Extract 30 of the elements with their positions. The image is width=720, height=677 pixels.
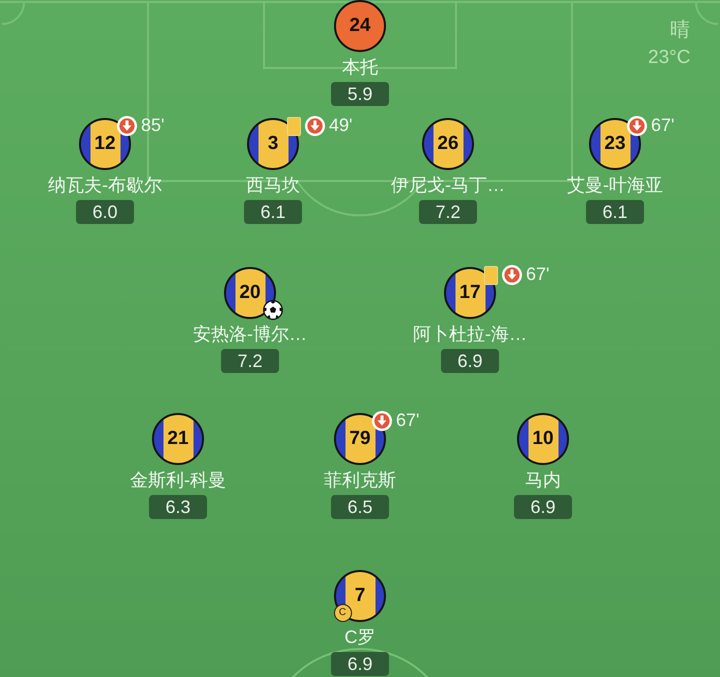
- temperature-text: 23°C: [648, 47, 690, 68]
- player-name: 纳瓦夫-布歇尔: [48, 174, 162, 196]
- player-name: 阿卜杜拉-海…: [413, 323, 527, 345]
- rating-box: 7.2: [419, 200, 477, 224]
- substitution-minute: 67': [526, 264, 550, 284]
- player-name: 本托: [342, 56, 378, 78]
- rating-box: 6.3: [149, 495, 207, 519]
- player-name: 马内: [525, 469, 561, 491]
- player-name: C罗: [344, 626, 376, 648]
- rating-box: 6.1: [244, 200, 302, 224]
- weather-text: 晴: [670, 19, 690, 41]
- player-name: 伊尼戈-马丁…: [391, 174, 505, 196]
- player-name: 西马坎: [246, 174, 300, 196]
- substitution-minute: 49': [329, 115, 352, 135]
- rating-box: 6.9: [441, 349, 499, 373]
- substitution-minute: 67': [396, 410, 420, 430]
- rating-box: 5.9: [331, 82, 389, 106]
- rating-box: 6.9: [514, 495, 572, 519]
- player-name: 金斯利-科曼: [130, 469, 226, 491]
- player-name: 菲利克斯: [324, 469, 396, 491]
- rating-box: 7.2: [221, 349, 279, 373]
- rating-box: 6.5: [331, 495, 389, 519]
- rating-box: 6.1: [586, 200, 644, 224]
- player-name: 安热洛-博尔…: [193, 323, 307, 345]
- substitution-minute: 67': [651, 115, 674, 135]
- rating-box: 6.9: [331, 652, 389, 676]
- rating-box: 6.0: [76, 200, 134, 224]
- shirt-number: 7: [354, 585, 366, 607]
- substitution-minute: 85': [141, 115, 164, 135]
- player-name: 艾曼-叶海亚: [567, 174, 663, 196]
